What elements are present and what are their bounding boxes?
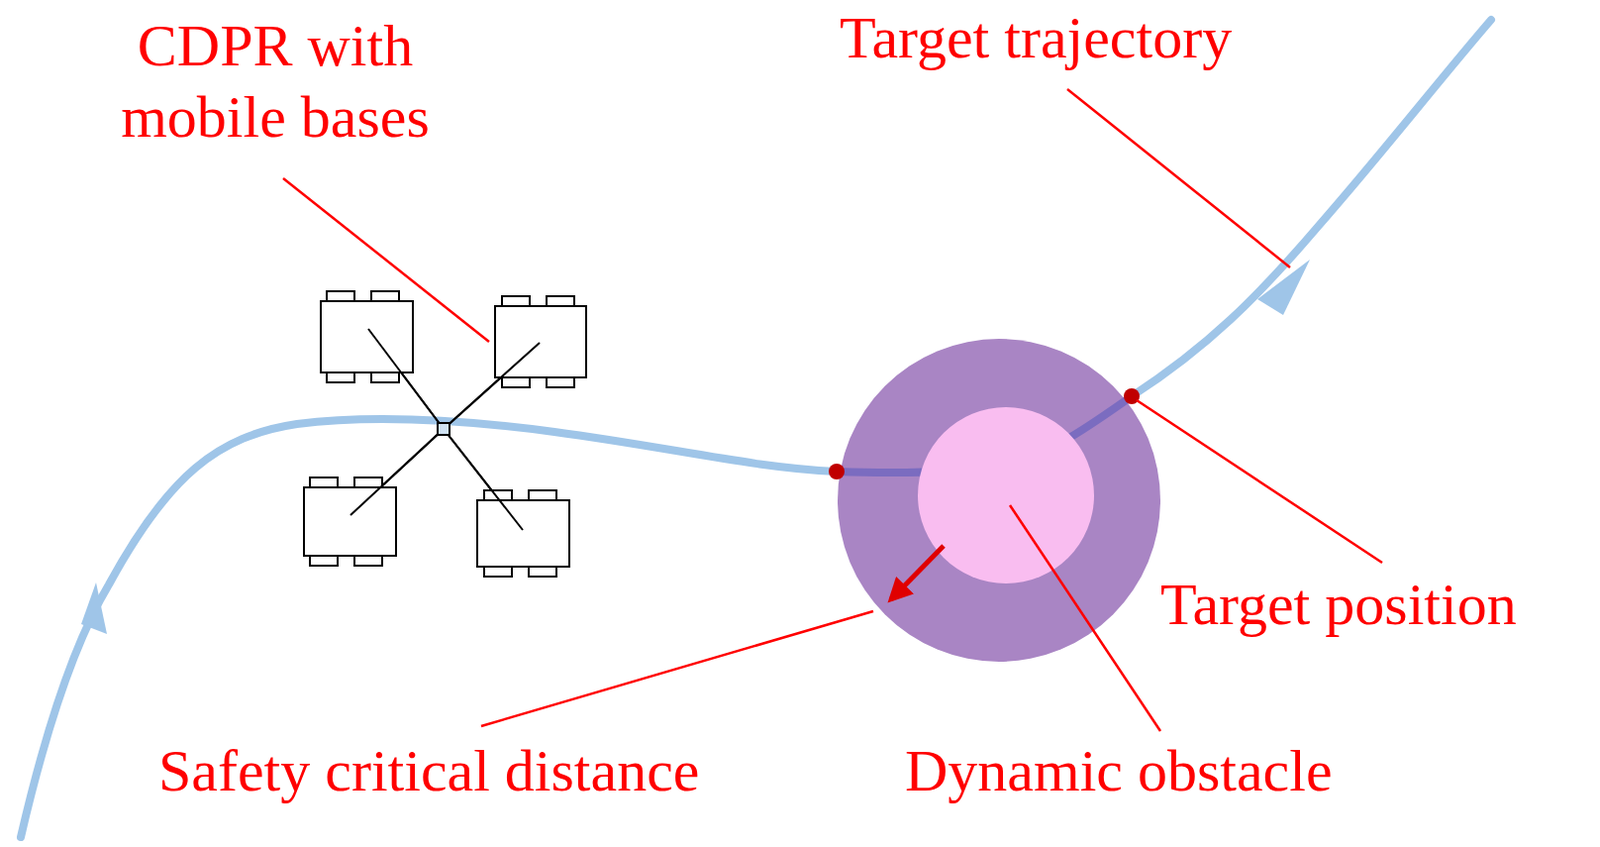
- target-trajectory-line: [20, 418, 837, 837]
- dynamic-obstacle: [917, 406, 1095, 584]
- zone-entry-point: [828, 463, 845, 480]
- safety-zone: [837, 338, 1161, 662]
- cdpr-robot: [303, 291, 587, 577]
- callout-label: CDPR with mobile bases: [97, 9, 454, 153]
- callout-label: Dynamic obstacle: [904, 734, 1333, 806]
- callout-label: Target position: [1160, 568, 1517, 640]
- trajectory-arrowhead: [1257, 259, 1310, 315]
- callout-label: Safety critical distance: [158, 734, 700, 806]
- trajectory-arrowhead: [81, 582, 107, 634]
- callout-label: Target trajectory: [839, 1, 1232, 74]
- target-trajectory-line: [1131, 19, 1492, 397]
- distance-arrow: [891, 545, 944, 600]
